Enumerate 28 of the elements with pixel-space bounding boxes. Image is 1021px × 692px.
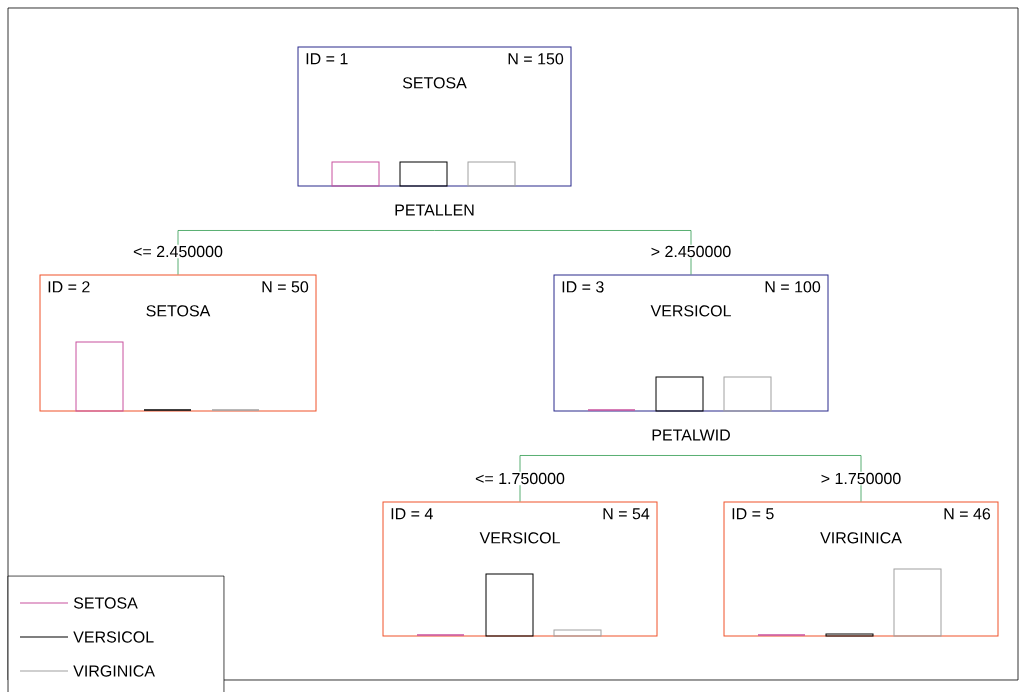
split-connector	[434, 230, 692, 275]
node-id: ID = 2	[48, 281, 90, 293]
split-connector	[177, 230, 435, 275]
node-id: ID = 3	[562, 281, 604, 293]
node-count: N = 46	[944, 508, 991, 520]
legend-text: VIRGINICA	[73, 665, 155, 677]
legend-text: VERSICOL	[73, 631, 154, 643]
edge-label: <= 1.750000	[474, 471, 566, 486]
node-count: N = 150	[508, 53, 564, 65]
legend-text: SETOSA	[73, 597, 138, 609]
class-label: SETOSA	[402, 77, 467, 89]
split-connector	[690, 455, 862, 502]
split-connector	[519, 455, 692, 502]
split-variable: PETALLEN	[395, 204, 474, 216]
node-count: N = 50	[262, 281, 309, 293]
class-label: VERSICOL	[650, 305, 731, 317]
class-label: VERSICOL	[479, 532, 560, 544]
split-variable: PETALWID	[652, 429, 730, 441]
edge-label: > 1.750000	[819, 471, 903, 486]
node-count: N = 54	[603, 508, 650, 520]
edge-label: > 2.450000	[649, 244, 733, 259]
class-label: VIRGINICA	[820, 532, 902, 544]
node-id: ID = 1	[306, 53, 348, 65]
node-id: ID = 4	[391, 508, 433, 520]
edge-label: <= 2.450000	[132, 244, 224, 259]
class-label: SETOSA	[146, 305, 211, 317]
node-count: N = 100	[765, 281, 821, 293]
node-id: ID = 5	[732, 508, 774, 520]
